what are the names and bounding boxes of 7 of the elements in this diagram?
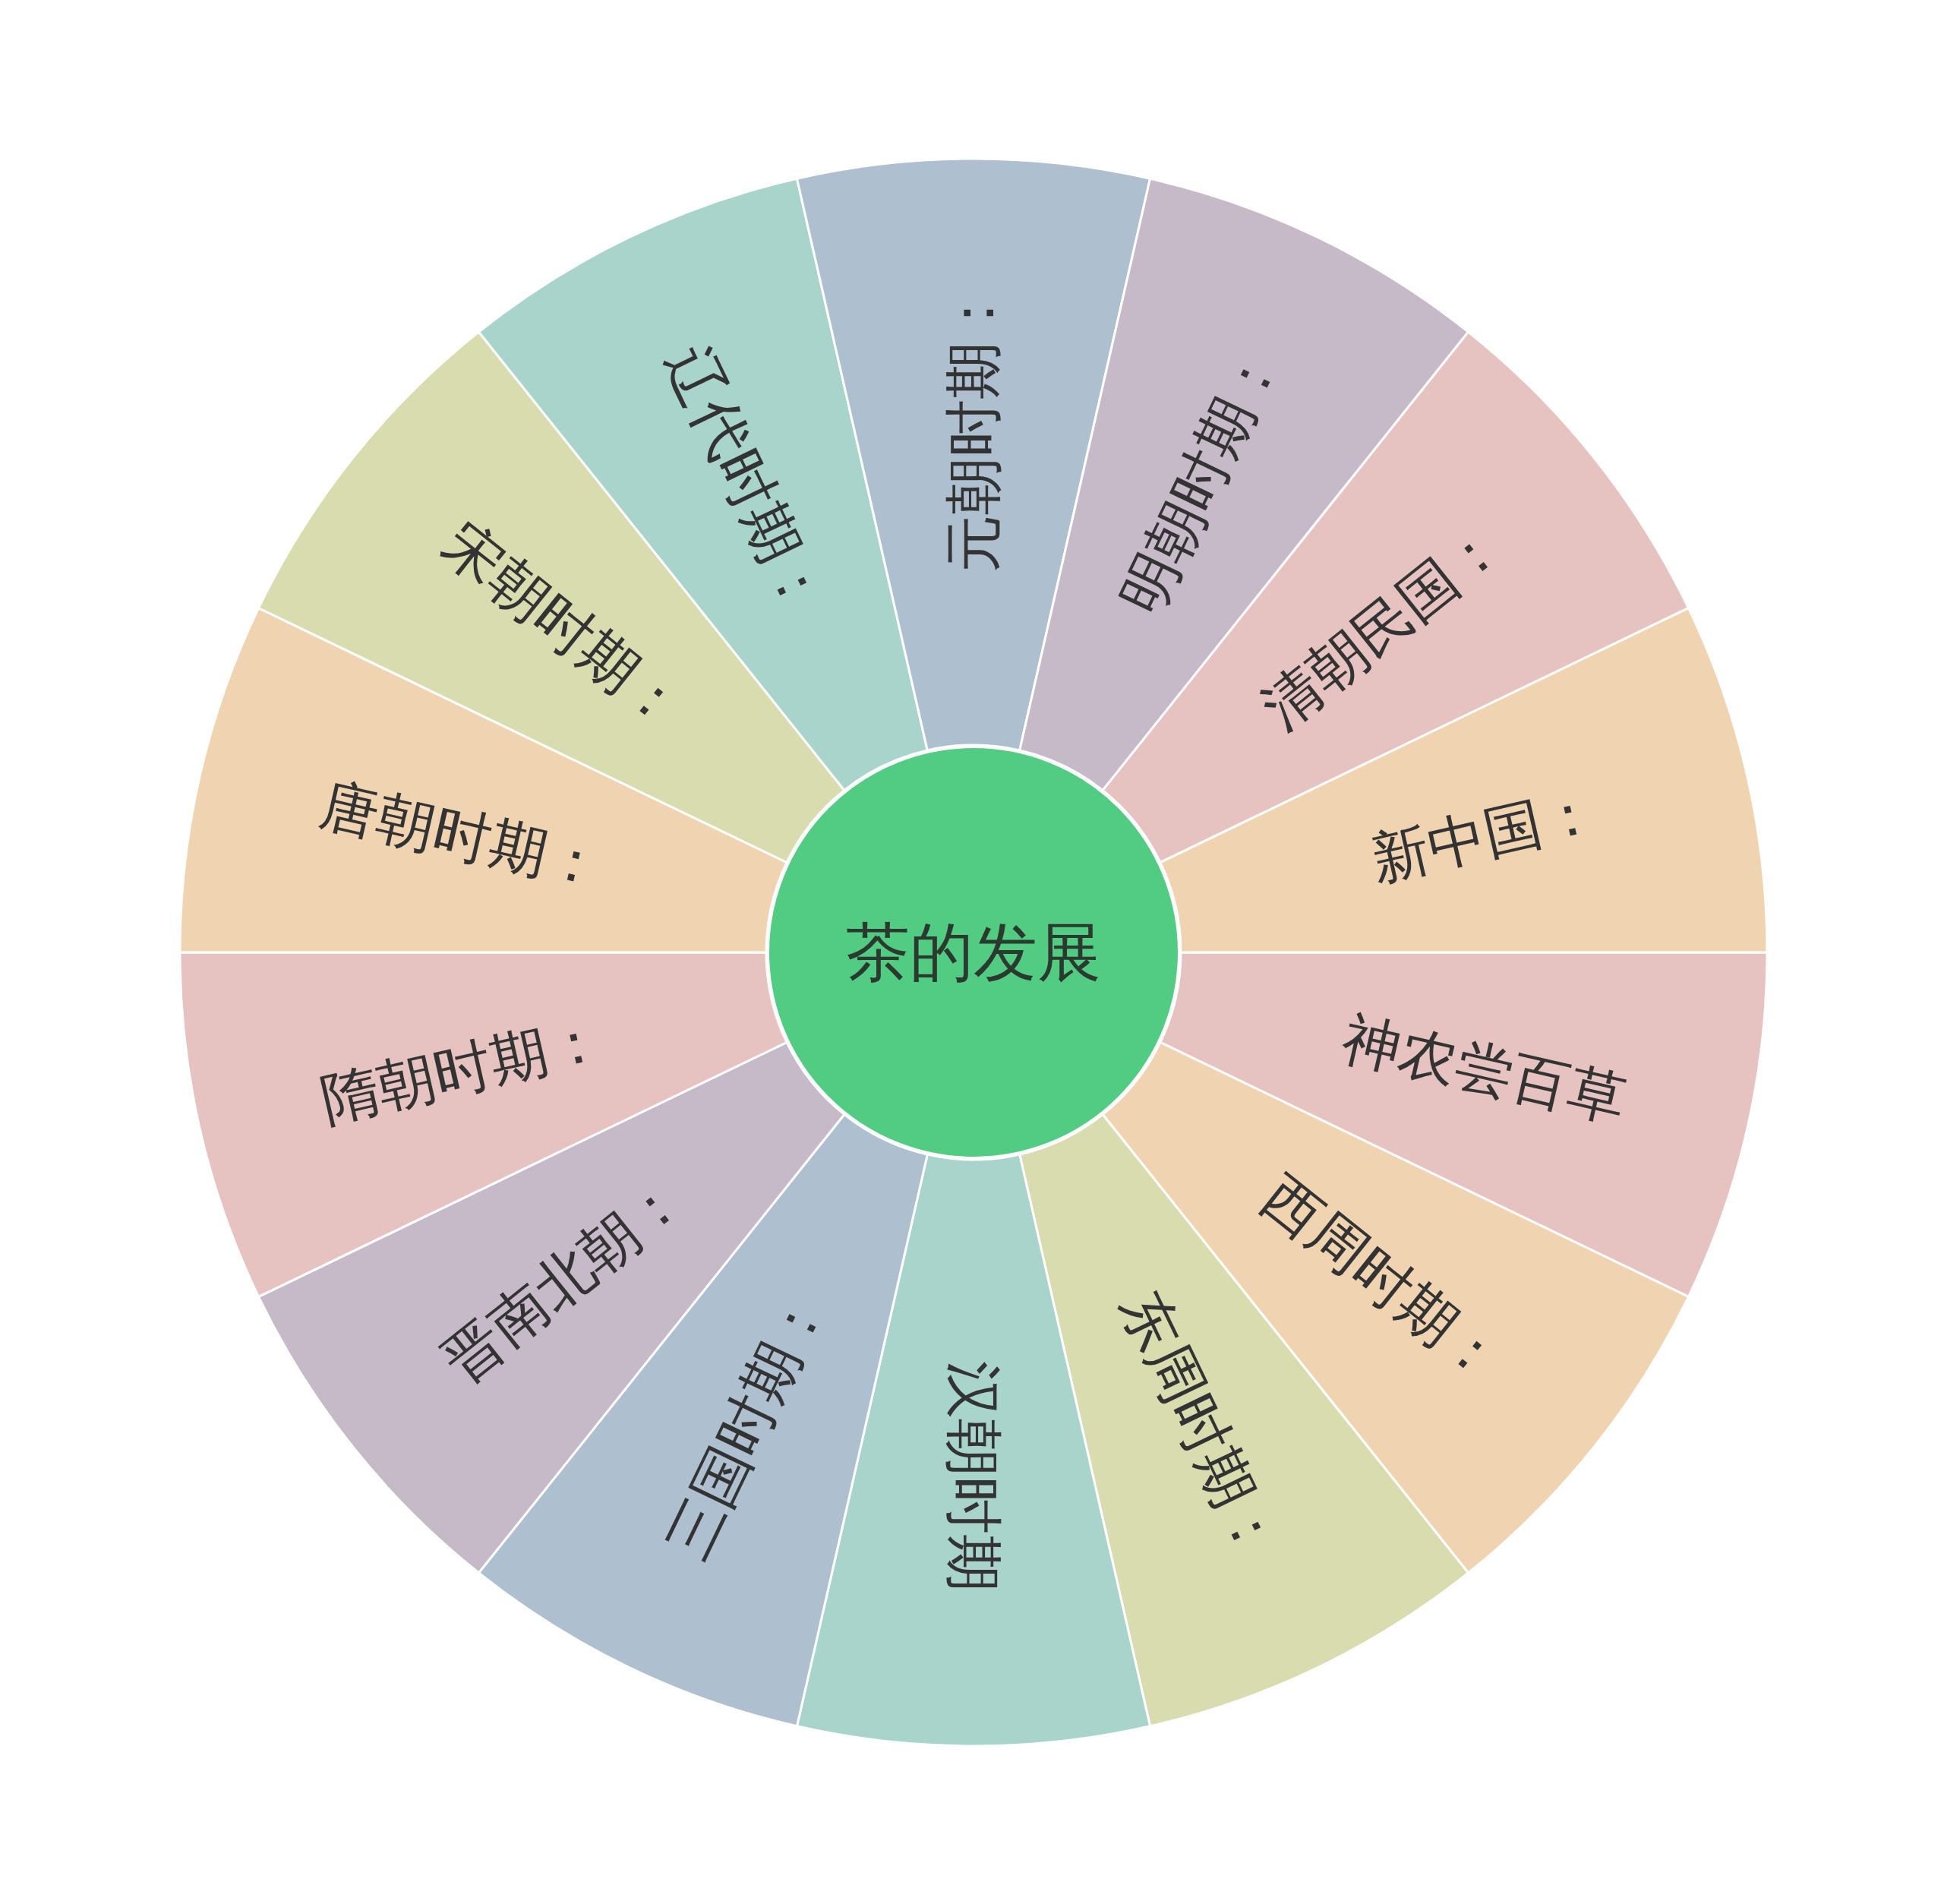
sector-label: 隋朝时期： [315,1009,610,1129]
sector-label: 唐朝时期： [315,775,610,896]
sector-label: 新中国： [1365,781,1604,890]
center-title: 茶的发展 [846,920,1101,984]
sector-label: 元朝时期： [945,284,1002,573]
sector-label: 汉朝时期 [945,1361,1002,1592]
sector-label: 神农尝百草 [1337,1009,1632,1129]
